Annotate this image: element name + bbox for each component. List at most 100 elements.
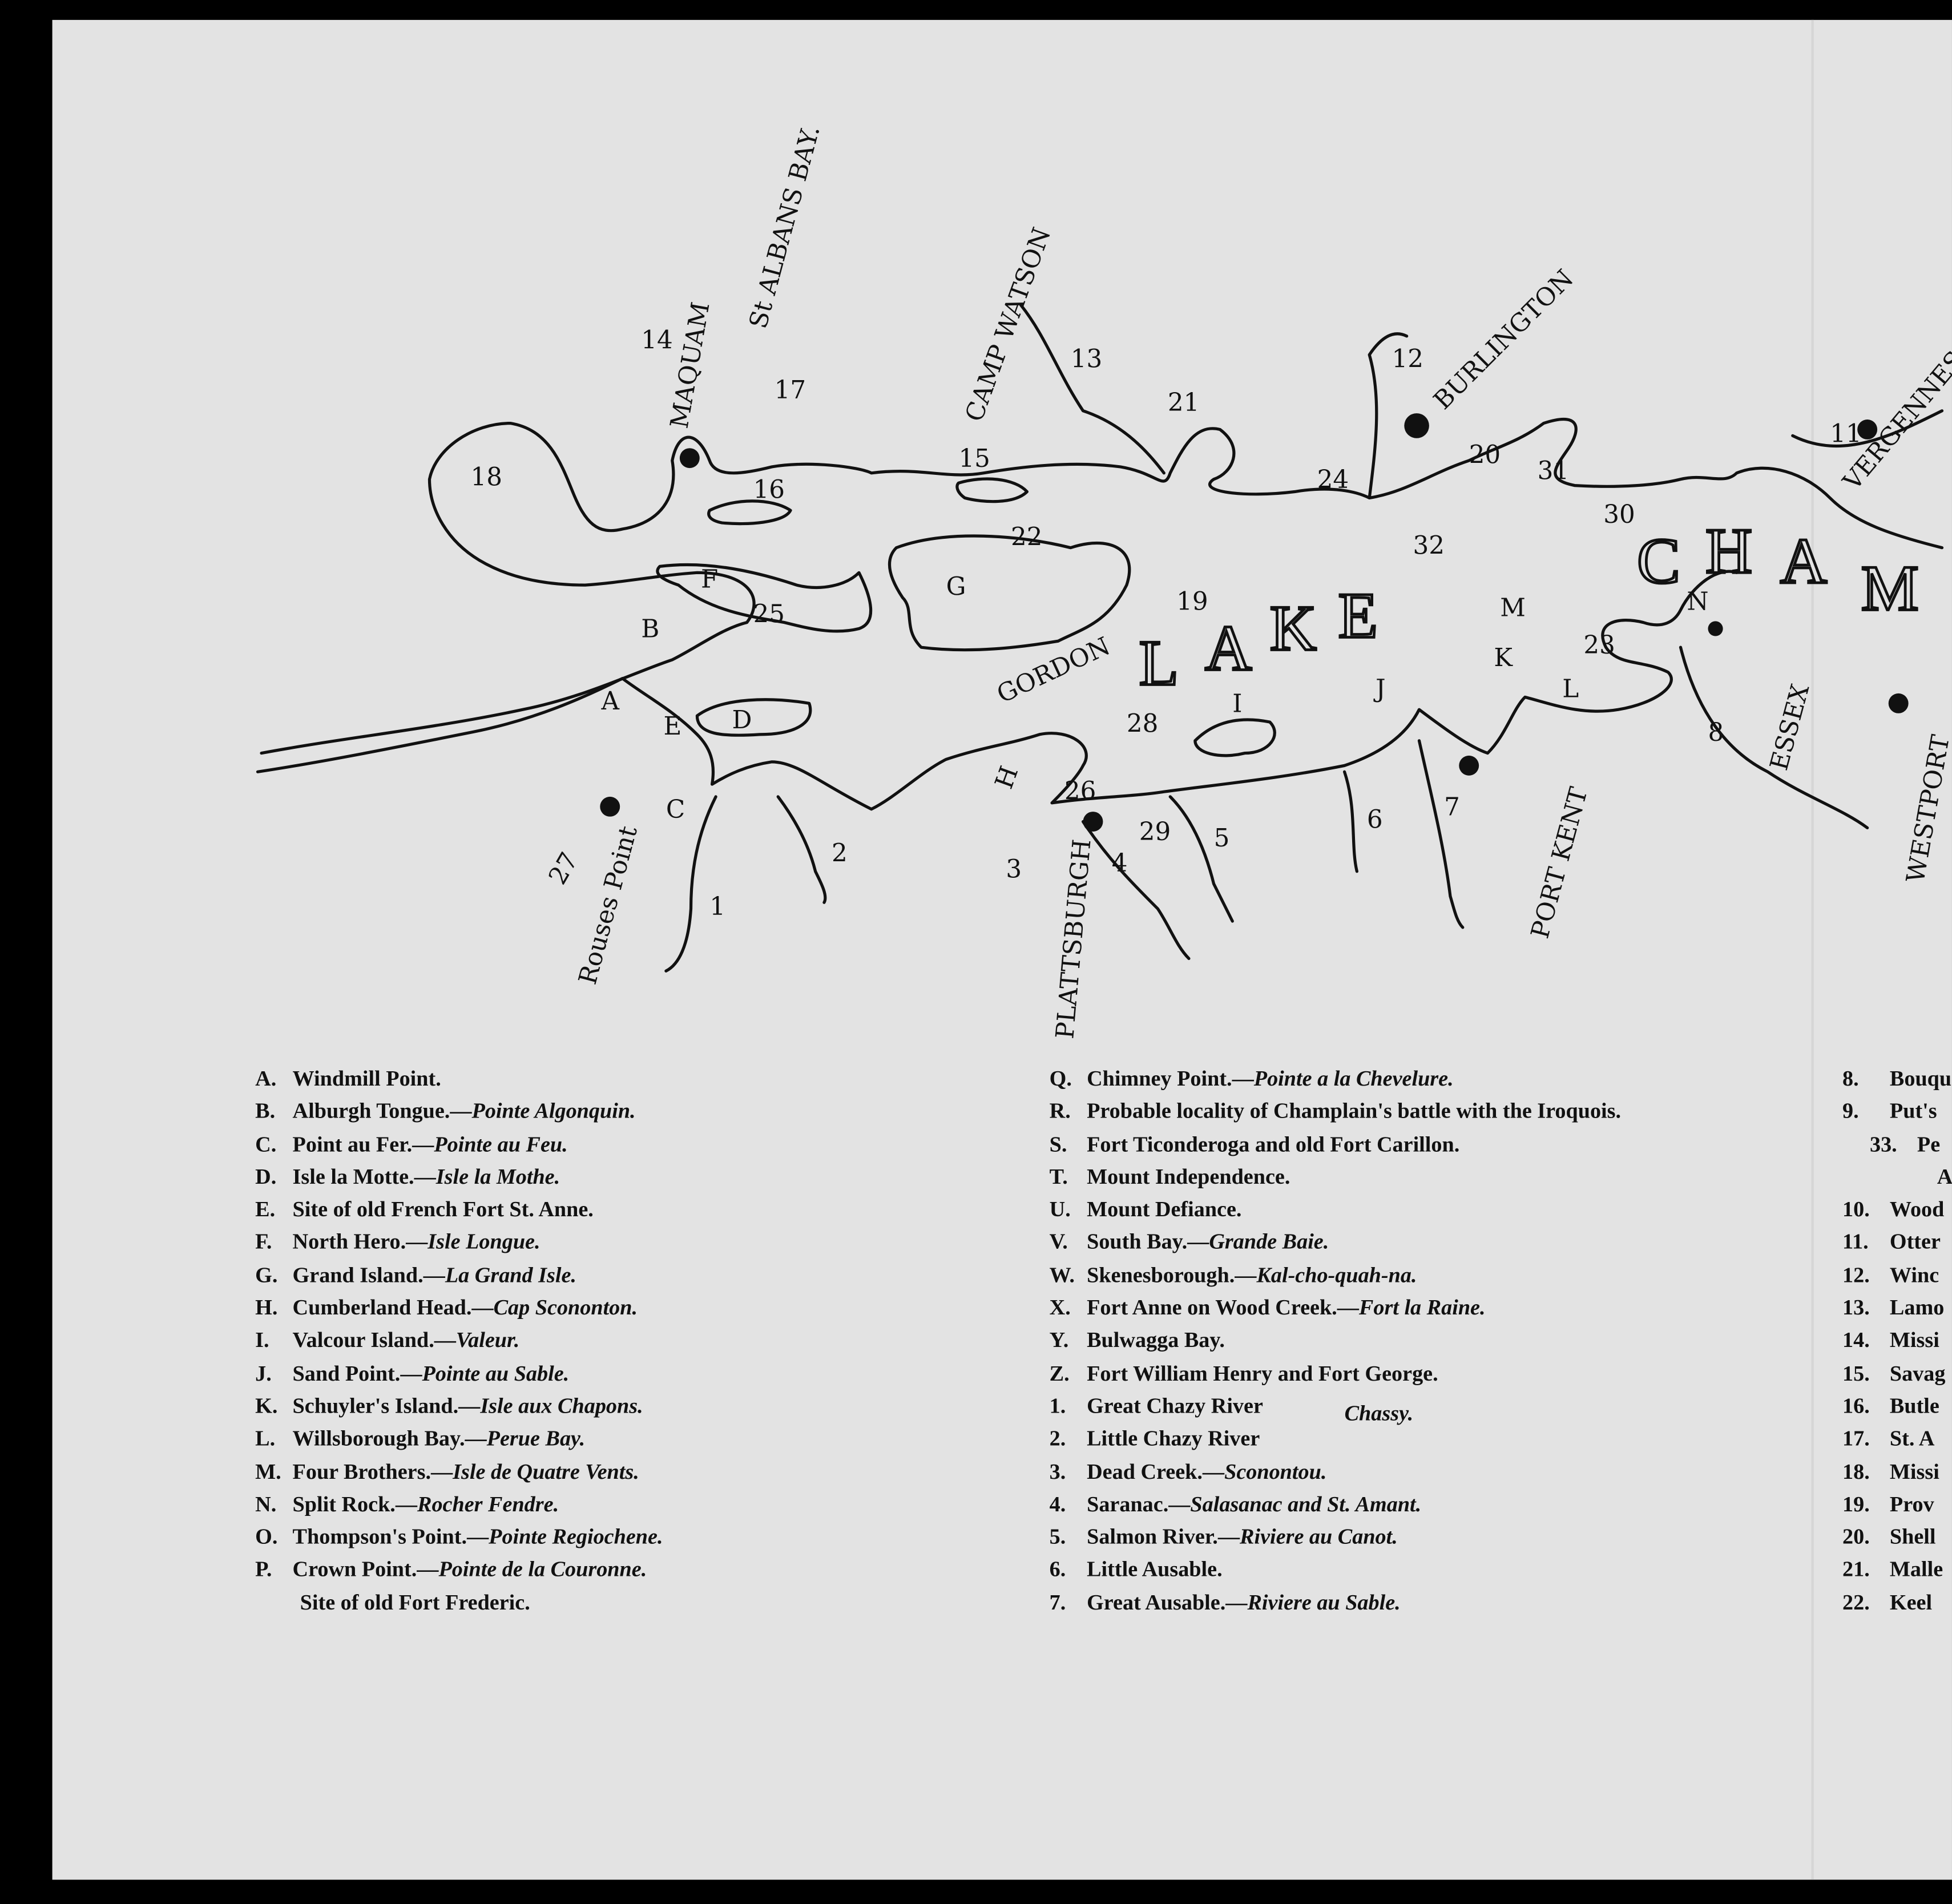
legend-entry: 3.Dead Creek.—Sconontou. [1050,1455,1621,1487]
legend-key: 12. [1842,1262,1870,1287]
legend-key [1890,1160,1937,1193]
island-isle-la-motte [695,698,812,737]
legend-key: T. [1049,1164,1068,1189]
map-number-label: 13 [1071,345,1103,373]
essex-shore [1679,646,1869,830]
legend-entry: S. Fort Ticonderoga and old Fort Carillon… [1050,1127,1621,1160]
map-number-label: 15 [958,445,990,473]
legend-key: 18. [1842,1458,1870,1483]
map-number-label: 25 [753,600,785,629]
legend-name: Fort Ticonderoga and old Fort Carillon. [1087,1131,1460,1156]
legend-key: 2. [1049,1425,1066,1451]
river-otter [1791,409,1944,448]
legend-name: Willsborough Bay.— [292,1425,487,1451]
chazy-note: Chassy. [1344,1400,1414,1426]
island-north-hero [656,563,873,633]
legend-name: Otter [1889,1229,1941,1254]
legend-entry: 20.Shell [1842,1520,1952,1552]
legend-entry: L.Willsborough Bay.—Perue Bay. [255,1422,663,1454]
place-label: CAMP WATSON [960,224,1056,425]
place-label: PLATTSBURGH [1051,838,1096,1040]
river-saranac [1081,820,1191,961]
legend-key: Z. [1049,1360,1070,1385]
legend-name: Cumberland Head.— [292,1294,494,1320]
map-number-label: 21 [1168,389,1199,417]
map-number-label: 23 [1583,631,1615,660]
legend-french-name: Pointe Algonquin. [471,1098,636,1123]
legend-key: 17. [1842,1425,1870,1451]
legend-entry: 22.Keel [1842,1586,1952,1618]
map-number-label: 7 [1444,793,1460,822]
legend-french-name: Grande Baie. [1209,1229,1329,1254]
lake-title: L A K E C H A M [1138,514,1920,700]
map-number-label: 27 [543,848,584,889]
legend-entry: 10.Wood [1842,1193,1952,1225]
legend-entry: 7.Great Ausable.—Riviere au Sable. [1050,1586,1621,1618]
map-number-label: 22 [1011,523,1043,551]
legend-name: Great Chazy River [1087,1393,1263,1418]
legend-french-name: Riviere au Sable. [1247,1589,1401,1615]
legend-entry: 16.Butle [1842,1389,1952,1422]
legend-name: Mount Defiance. [1087,1196,1242,1222]
coastlines [256,303,1944,973]
map-number-label: 30 [1603,501,1635,529]
legend-key: U. [1049,1196,1071,1222]
legend-key: E. [255,1196,276,1222]
map-letter-label: N [1687,588,1708,616]
map-letter-label: G [946,573,966,602]
legend-entry: X.Fort Anne on Wood Creek.—Fort la Raine… [1050,1291,1621,1324]
legend-french-name: Isle la Mothe. [435,1164,560,1189]
legend-french-name: Kal-cho-quah-na. [1256,1262,1417,1287]
legend-name: Lamo [1889,1294,1945,1320]
legend-key: 16. [1842,1393,1870,1418]
place-label: St ALBANS BAY. [744,122,826,331]
legend-name: Little Chazy River [1087,1425,1260,1451]
legend-french-name: Isle de Quatre Vents. [453,1458,639,1483]
map-letter: H [1705,515,1752,587]
legend-entry: E.Site of old French Fort St. Anne. [255,1193,663,1225]
map-letter: C [1637,525,1680,597]
legend-name: Point au Fer.— [292,1131,434,1156]
legend-entry: W.Skenesborough.—Kal-cho-quah-na. [1050,1258,1621,1291]
place-label: BURLINGTON [1428,264,1579,415]
legend-entry: 9. Put's [1842,1095,1952,1127]
legend-name: Put's [1889,1098,1937,1123]
map-letter-label: H [990,763,1024,793]
map-number-label: 14 [641,326,672,355]
legend-column-numbers: 8.Bouqu9.Put's33.PeAn10.Wood11.Otter12.W… [1842,1062,1952,1618]
legend-entry: 21.Malle [1842,1553,1952,1586]
place-label: Rouses Point [574,823,643,988]
map-number-label: 19 [1176,588,1208,616]
legend-entry: D.Isle la Motte.—Isle la Mothe. [255,1160,663,1193]
map-letter-label: A [600,687,619,716]
legend-name: Crown Point.— [292,1556,439,1582]
river-salmon [1168,795,1234,923]
legend-key: Q. [1049,1066,1072,1091]
river-great-ausable [1417,739,1465,929]
legend-name: Salmon River.— [1087,1524,1240,1549]
legend-entry: 6.Little Ausable. [1050,1553,1621,1586]
legend-name: Bulwagga Bay. [1087,1327,1225,1353]
map-letter-label: C [666,796,685,824]
place-label: WESTPORT [1901,733,1952,885]
legend-name: South Bay.— [1087,1229,1209,1254]
river-lamoille [1019,303,1165,475]
legend-key: R. [1049,1098,1071,1123]
map-number-label: 5 [1214,824,1230,853]
legend-key: D. [255,1164,277,1189]
legend-key: X. [1049,1294,1071,1320]
legend-key: 21. [1842,1556,1870,1582]
map-number-label: 31 [1538,457,1570,486]
legend-key: 9. [1842,1098,1859,1123]
legend-key: S. [1049,1131,1067,1156]
legend-key: M. [255,1458,281,1483]
legend-key: 1. [1049,1393,1066,1418]
map-number-label: 18 [470,463,502,492]
legend-name: Savag [1889,1360,1946,1385]
legend-entry: 18.Missi [1842,1455,1952,1487]
legend-key: 8. [1842,1066,1859,1091]
legend-key: 10. [1842,1196,1870,1222]
legend-entry: 13.Lamo [1842,1291,1952,1324]
legend-french-name: La Grand Isle. [445,1262,576,1287]
legend-name: Thompson's Point.— [292,1524,489,1549]
